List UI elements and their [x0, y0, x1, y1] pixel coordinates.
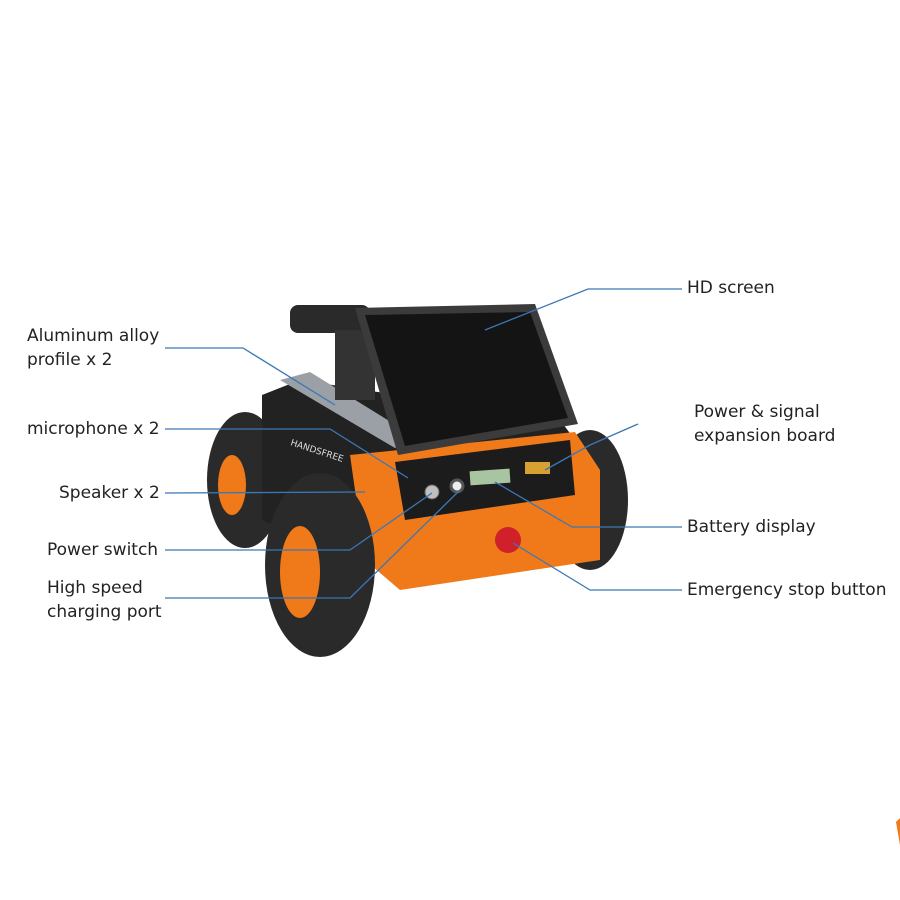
- label-speaker: Speaker x 2: [59, 483, 160, 503]
- emergency-stop: [495, 527, 521, 553]
- label-estop: Emergency stop button: [687, 580, 887, 600]
- label-power-switch: Power switch: [47, 540, 159, 560]
- leader-power-switch: [165, 492, 433, 551]
- label-microphone: microphone x 2: [27, 419, 160, 439]
- leader-aluminum: [165, 347, 336, 406]
- leader-microphone: [165, 428, 409, 479]
- label-battery: Battery display: [687, 517, 816, 537]
- corner-mark: [896, 818, 900, 845]
- label-expansion-line2: expansion board: [694, 426, 836, 446]
- camera: [290, 305, 370, 333]
- leader-estop: [512, 542, 682, 591]
- expansion-board: [525, 462, 550, 474]
- label-charging-line2: charging port: [47, 602, 162, 622]
- label-aluminum-line1: Aluminum alloy: [27, 326, 160, 346]
- leader-hd-screen: [484, 288, 682, 331]
- battery-display: [469, 468, 511, 486]
- leader-expansion: [544, 423, 639, 471]
- leader-charging: [165, 489, 461, 599]
- charging-port: [449, 478, 465, 494]
- label-expansion-line1: Power & signal: [694, 402, 820, 422]
- leader-speaker: [164, 491, 366, 494]
- label-charging-line1: High speed: [47, 578, 143, 598]
- leader-battery: [494, 481, 682, 528]
- aluminum-profile: [280, 372, 420, 448]
- label-hd-screen: HD screen: [687, 278, 775, 298]
- label-aluminum-line2: profile x 2: [27, 350, 113, 370]
